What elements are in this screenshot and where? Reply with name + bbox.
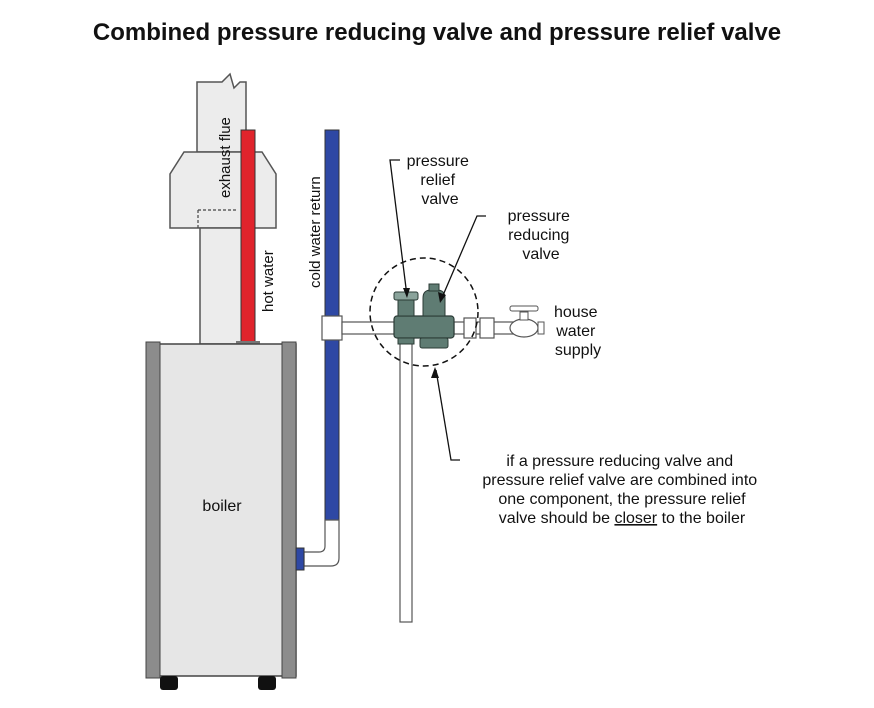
house-water-supply-label: house water supply [554,304,602,359]
pressure-reducing-valve-label: pressure reducing valve [508,208,575,263]
hot-water-label: hot water [260,250,277,312]
highlight-circle [369,257,479,367]
union-fitting-2 [479,317,495,339]
diagram-title: Combined pressure reducing valve and pre… [93,19,781,46]
shutoff-valve [509,305,545,338]
cold-water-return-label: cold water return [307,176,324,288]
relief-drain-pipe [399,339,413,623]
explanatory-note: if a pressure reducing valve and pressur… [482,453,761,508]
tee-fitting [321,315,343,341]
note-line-2: pressure relief valve are combined into [482,472,757,489]
pressure-relief-valve-label: pressure relief valve [407,153,474,208]
leader-lines [389,159,486,461]
note-emphasis: closer [614,510,657,527]
cold-water-inlet [295,547,305,571]
hot-water-pipe [240,129,256,345]
note-line-3: one component, the pressure relief [498,491,746,508]
boiler-label: boiler [202,498,242,515]
exhaust-flue-label: exhaust flue [217,117,234,198]
note-line-4: valve should be closer to the boiler [499,510,746,527]
leader-arrowheads [403,288,446,378]
note-line-1: if a pressure reducing valve and [506,453,733,470]
boiler [145,341,297,690]
union-fitting-1 [463,317,477,339]
combined-valve-assembly [393,283,455,349]
cold-water-elbow [303,519,340,567]
